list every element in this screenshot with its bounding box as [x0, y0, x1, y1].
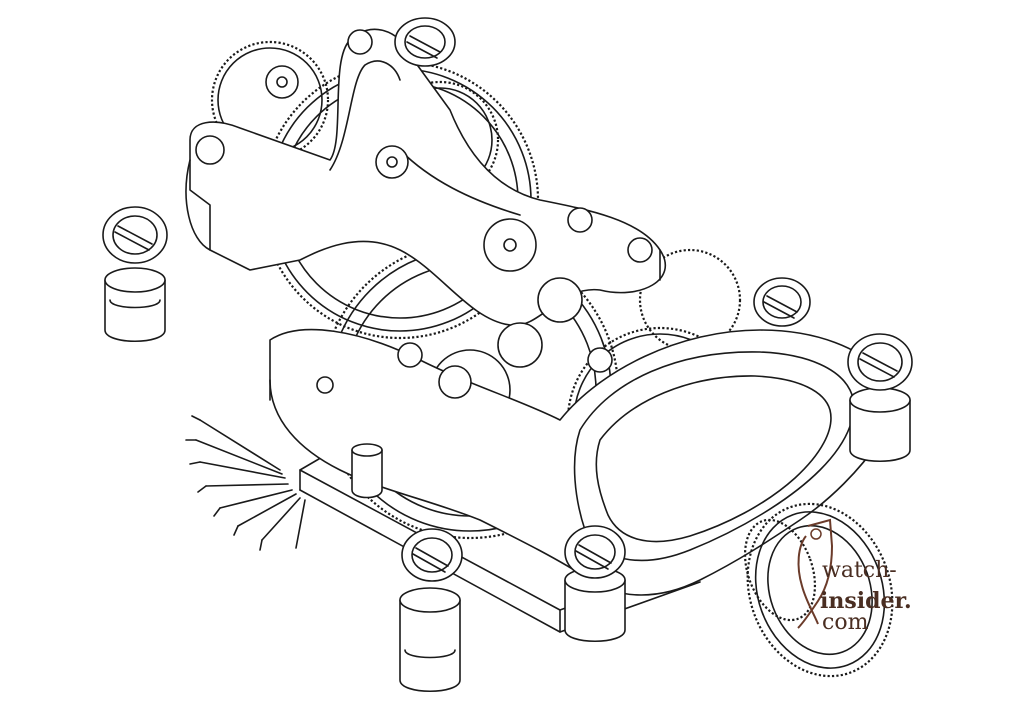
watermark-line2: insider.: [820, 588, 912, 614]
pillar-top: [394, 17, 456, 67]
tourbillon-bridge: [269, 328, 896, 596]
escape-wheel-spokes: [185, 415, 306, 551]
pillar-right-back: [753, 277, 811, 327]
watermark-line1: watch-: [822, 558, 897, 583]
watermark-line3: com: [822, 610, 869, 635]
pillar-left: [102, 206, 168, 343]
crown-wheel: [743, 502, 894, 678]
upper-bridge: [185, 28, 667, 326]
pillar-far-right: [847, 333, 913, 463]
pillar-center: [399, 528, 463, 693]
pillar-right-front: [564, 525, 626, 643]
watch-logo-icon: [797, 518, 834, 629]
watermark: watch- insider. com: [788, 506, 928, 636]
bridge-jewel-holes: [195, 29, 653, 399]
escape-pivot: [351, 443, 383, 499]
